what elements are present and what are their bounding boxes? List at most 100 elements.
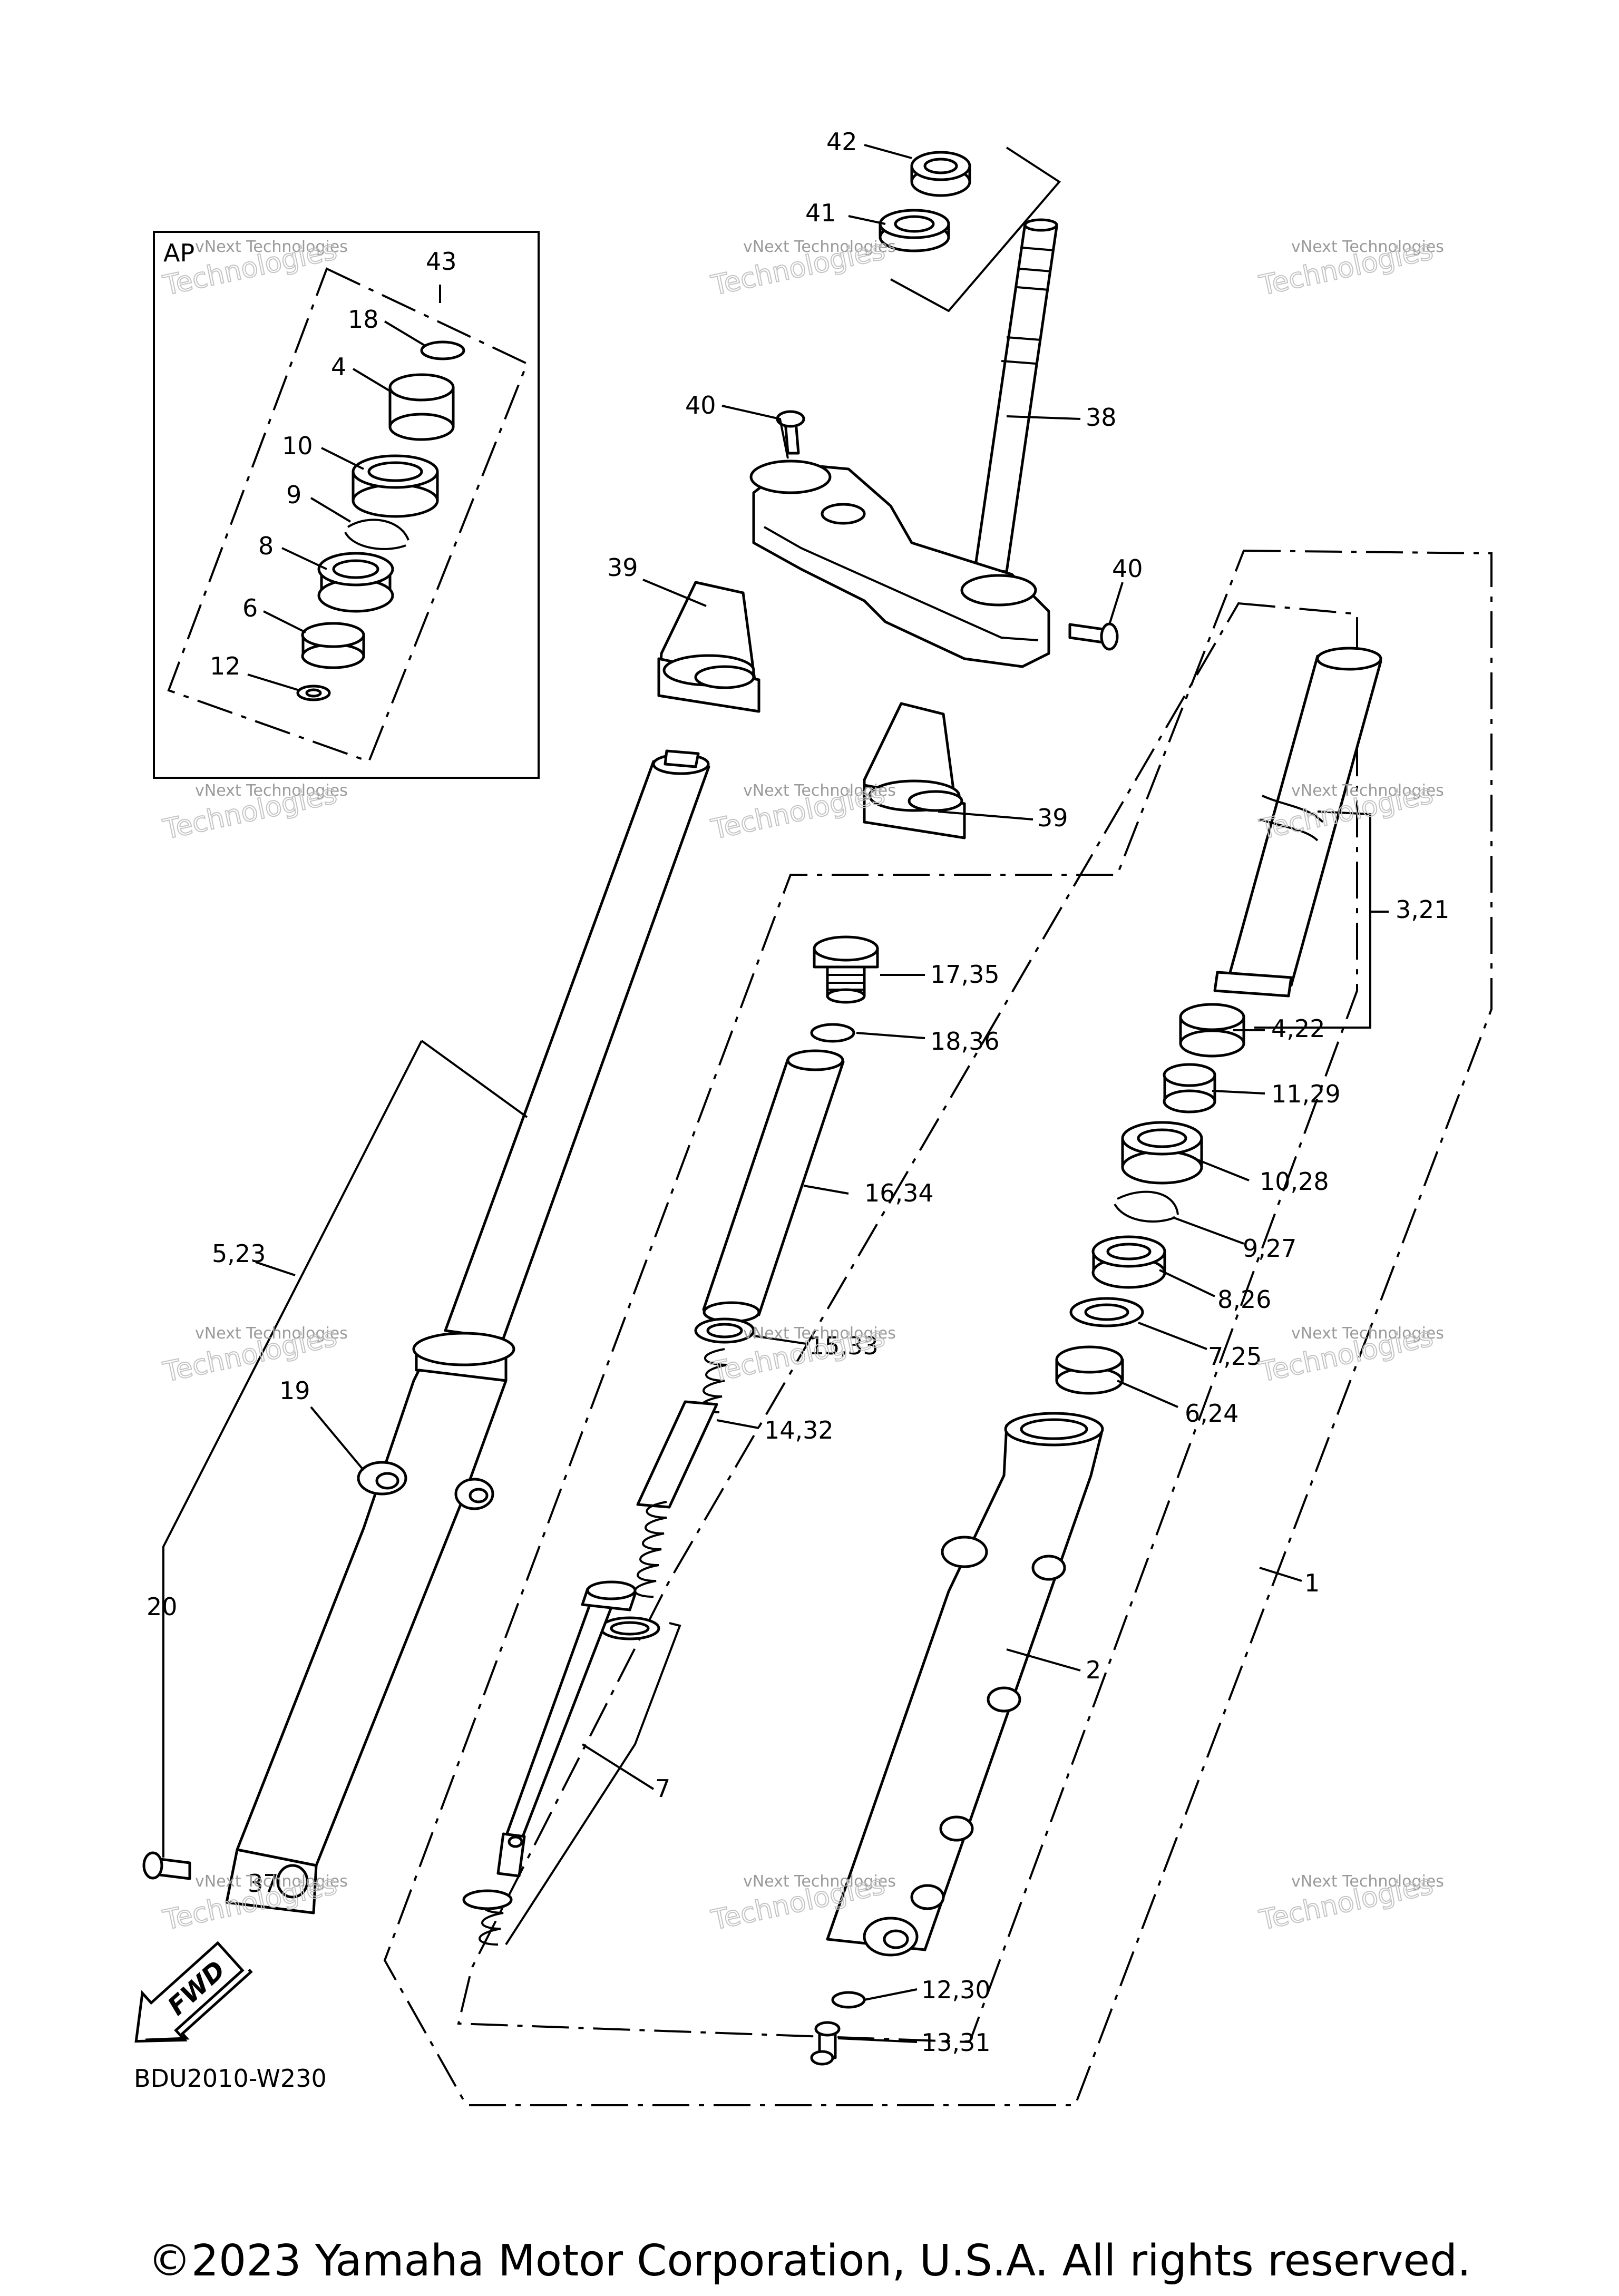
fork-spring (634, 1348, 728, 1598)
ap-washer (296, 685, 331, 701)
leader-41 (848, 215, 886, 225)
damper-rod (496, 1580, 637, 1878)
damper-kit-bracket (505, 1622, 681, 1946)
stem-bearing-bracket (890, 146, 1061, 312)
svg-text:vNext Technologies: vNext Technologies (1291, 238, 1444, 256)
callout-18-36: 18,36 (930, 1027, 1000, 1056)
svg-text:vNext Technologies: vNext Technologies (195, 1324, 348, 1343)
leader-ap-12 (247, 673, 300, 691)
watermark-9: vNext Technologies Technologies (1256, 1321, 1444, 1389)
svg-text:vNext Technologies: vNext Technologies (743, 1324, 896, 1343)
callout-38: 38 (1086, 403, 1117, 432)
callout-7: 37 (248, 1869, 279, 1898)
callout-13-31: 13,31 (921, 2028, 991, 2057)
ap-kit-dash-outline (167, 267, 529, 763)
callout-ap-9: 9 (286, 481, 301, 509)
callout-41: 41 (805, 199, 836, 227)
callout-40-right: 40 (1112, 554, 1143, 583)
leader-9-27 (1172, 1216, 1244, 1245)
callout-20: 19 (279, 1376, 310, 1405)
bearing-race (879, 209, 950, 252)
callout-6-24: 6,24 (1185, 1399, 1238, 1428)
callout-ap-12: 12 (210, 652, 241, 680)
leader-1 (1259, 1567, 1302, 1582)
ap-inset-box (153, 231, 540, 779)
spacer (702, 1049, 845, 1323)
leader-ap-6 (263, 610, 306, 633)
drain-washer (831, 1991, 866, 2009)
ap-circlip (344, 519, 409, 550)
inner-tube (1213, 647, 1382, 998)
leader-14-32 (716, 1419, 759, 1429)
leader-bracket-3-4 (1254, 810, 1371, 1029)
callout-42: 42 (826, 128, 857, 156)
leader-42 (864, 144, 912, 159)
leader-40-upper (721, 405, 789, 459)
leader-6-24 (1117, 1380, 1178, 1408)
callout-39-right: 39 (1037, 804, 1068, 832)
svg-text:vNext Technologies: vNext Technologies (1291, 1872, 1444, 1891)
callout-15-33: 15,33 (809, 1332, 879, 1360)
leader-40-right (1108, 582, 1124, 625)
svg-text:vNext Technologies: vNext Technologies (1291, 781, 1444, 800)
oil-seal (1091, 1235, 1166, 1289)
rebound-spring (462, 1889, 513, 1946)
callout-7-25: 7,25 (1208, 1342, 1262, 1371)
ap-bushing (388, 373, 455, 441)
leader-10-28 (1196, 1158, 1250, 1181)
spring-seat (694, 1317, 755, 1344)
callout-39-left: 39 (607, 553, 638, 582)
leader-19-37-bracket (162, 1040, 528, 1858)
callout-9-27: 9,27 (1243, 1234, 1296, 1263)
piston-ring (599, 1616, 660, 1640)
callout-ap-8: 8 (258, 532, 274, 560)
leader-13-31 (837, 2037, 918, 2043)
ap-inset-label: AP (163, 239, 194, 267)
ap-guide-bushing (301, 622, 365, 669)
guide-bushing (1055, 1345, 1124, 1395)
watermark-4: vNext Technologies Technologies (160, 778, 348, 846)
right-fork-assembly-outline (383, 549, 1493, 2106)
callout-43: 43 (426, 247, 457, 276)
svg-text:vNext Technologies: vNext Technologies (195, 781, 348, 800)
callout-14-32: 14,32 (764, 1416, 834, 1444)
leader-5-23 (581, 1743, 655, 1790)
fwd-arrow-icon: FWD (134, 1941, 253, 2043)
callout-19: 5,23 (212, 1239, 266, 1268)
callout-ap-4: 4 (331, 353, 346, 381)
dust-seal (1121, 1121, 1203, 1185)
leader-38 (1006, 415, 1081, 420)
svg-text:vNext Technologies: vNext Technologies (743, 781, 896, 800)
callout-ap-10: 10 (282, 432, 313, 460)
callout-4-22: 4,22 (1271, 1014, 1325, 1043)
drain-bolt (810, 2021, 841, 2066)
callout-8-26: 8,26 (1217, 1285, 1271, 1314)
leader-15-33 (753, 1335, 807, 1345)
bearing-upper (910, 151, 971, 197)
leader-11-29 (1212, 1090, 1265, 1095)
circlip (1114, 1190, 1179, 1223)
cap-o-ring (810, 1023, 855, 1043)
svg-text:vNext Technologies: vNext Technologies (195, 1872, 348, 1891)
svg-text:vNext Technologies: vNext Technologies (743, 1872, 896, 1891)
callout-1: 1 (1304, 1569, 1320, 1597)
leader-ap-18 (384, 320, 425, 346)
leader-39-right (938, 810, 1033, 820)
outer-tube (826, 1412, 1104, 1957)
leader-16-34 (803, 1185, 849, 1195)
leader-20 (310, 1406, 365, 1471)
leader-ap-10 (321, 447, 364, 470)
copyright-footer: ©2023 Yamaha Motor Corporation, U.S.A. A… (148, 2236, 1471, 2286)
leader-19 (255, 1261, 296, 1276)
steering-stem-crown (749, 218, 1058, 668)
leader-39-left (642, 579, 707, 607)
fork-cover-left (657, 581, 760, 713)
callout-12-30: 12,30 (921, 1976, 991, 2004)
ap-o-ring (420, 340, 465, 360)
callout-17-35: 17,35 (930, 960, 1000, 989)
watermark-3: vNext Technologies Technologies (1256, 234, 1444, 302)
watermark-12: vNext Technologies Technologies (1256, 1869, 1444, 1937)
leader-ap-8 (281, 547, 327, 570)
